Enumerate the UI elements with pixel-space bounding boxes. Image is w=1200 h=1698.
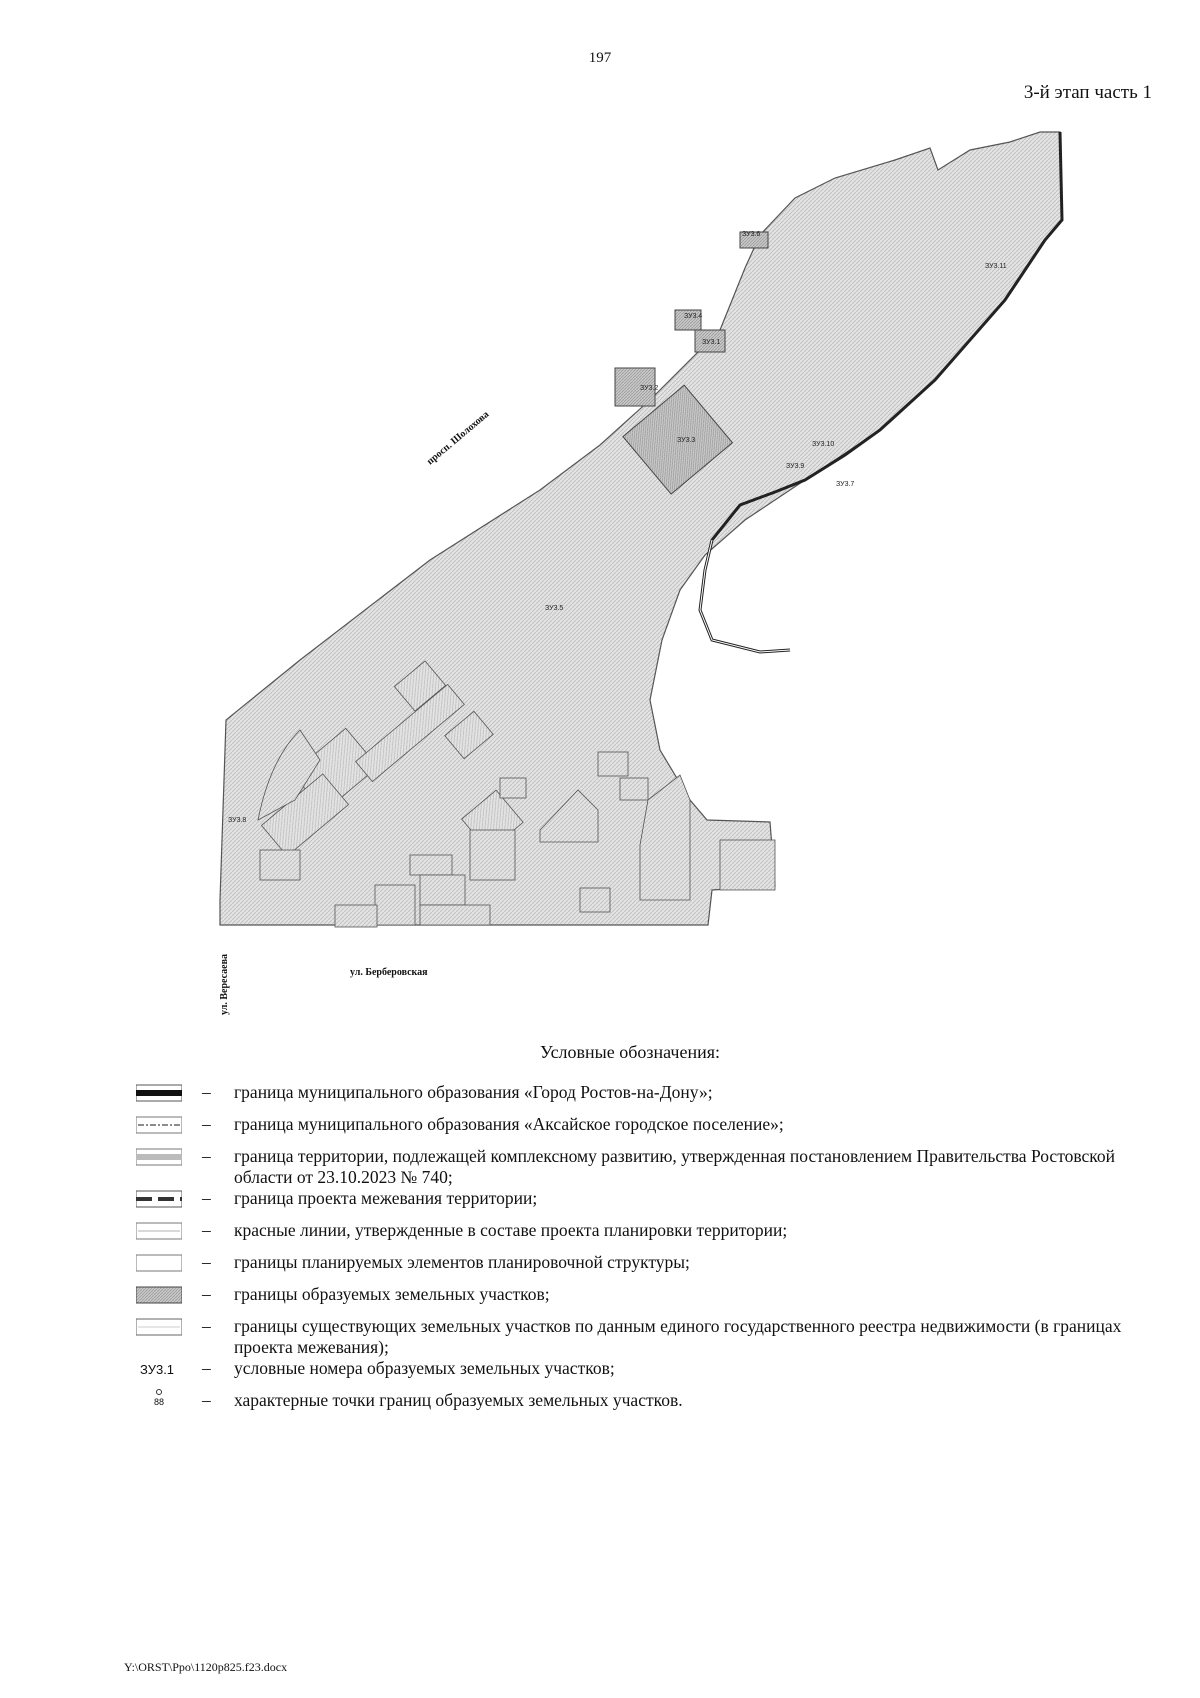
plot-zu3-3 <box>622 384 734 495</box>
plot-label-zu3-1: ЗУ3.1 <box>702 339 720 346</box>
street-berberovskaya: ул. Берберовская <box>350 967 428 978</box>
plot-zu3-1 <box>694 329 726 353</box>
plot-zu3-6 <box>739 231 769 249</box>
aksay-boundary-symbol <box>136 1116 182 1134</box>
legend-text: границы существующих земельных участков … <box>234 1316 1122 1357</box>
street-sholokhova: просп. Шолохова <box>425 409 491 467</box>
legend-item-formed-plots: – границы образуемых земельных участков; <box>130 1284 1150 1316</box>
planning-elements-symbol <box>136 1254 182 1272</box>
existing-plots-symbol <box>136 1318 182 1336</box>
file-path-footer: Y:\ORST\Ppo\1120p825.f23.docx <box>124 1660 288 1674</box>
legend-text: красные линии, утвержденные в составе пр… <box>234 1220 788 1240</box>
legend-text: граница проекта межевания территории; <box>234 1188 538 1208</box>
plot-zu3-4 <box>674 309 702 331</box>
plot-label-zu3-3: ЗУ3.3 <box>677 437 695 444</box>
legend-title: Условные обозначения: <box>539 1042 721 1062</box>
characteristic-point-symbol: 88 <box>154 1388 164 1407</box>
legend-text: граница муниципального образования «Горо… <box>234 1082 713 1102</box>
page-number: 197 <box>588 50 612 66</box>
plot-zu3-2 <box>614 367 656 407</box>
survey-boundary-symbol <box>136 1190 182 1208</box>
legend-text: характерные точки границ образуемых земе… <box>234 1390 683 1410</box>
plot-label-zu3-8: ЗУ3.8 <box>228 817 246 824</box>
plot-label-zu3-10: ЗУ3.10 <box>812 441 834 448</box>
legend: – граница муниципального образования «Го… <box>130 1082 1150 1422</box>
complex-development-symbol <box>136 1148 182 1166</box>
legend-item-existing-plots: – границы существующих земельных участко… <box>130 1316 1150 1358</box>
legend-item-characteristic-points: 88 – характерные точки границ образуемых… <box>154 1388 683 1410</box>
plot-label-zu3-6: ЗУ3.6 <box>742 231 760 238</box>
legend-text: границы планируемых элементов планировоч… <box>234 1252 690 1272</box>
legend-item-planning-elements: – границы планируемых элементов планиров… <box>130 1252 1150 1284</box>
rostov-boundary-inner <box>699 539 791 653</box>
planning-map: ЗУ3.6 ЗУ3.11 ЗУ3.4 ЗУ3.1 ЗУ3.2 ЗУ3.3 ЗУ3… <box>219 131 1064 1015</box>
street-veresaeva: ул. Вересаева <box>219 954 230 1015</box>
plot-label-zu3-11: ЗУ3.11 <box>985 263 1007 270</box>
plot-label-zu3-2: ЗУ3.2 <box>640 385 658 392</box>
legend-item-complex-development: – граница территории, подлежащей комплек… <box>130 1146 1150 1188</box>
legend-text: граница территории, подлежащей комплексн… <box>234 1146 1116 1187</box>
plot-label-zu3-7: ЗУ3.7 <box>836 481 854 488</box>
rostov-boundary-symbol <box>136 1084 182 1102</box>
legend-item-survey-boundary: – граница проекта межевания территории; <box>130 1188 1150 1220</box>
red-lines-symbol <box>136 1222 182 1240</box>
formed-plots-symbol <box>136 1286 182 1304</box>
legend-item-plot-numbers: ЗУ3.1 – условные номера образуемых земел… <box>140 1358 615 1378</box>
legend-text: границы образуемых земельных участков; <box>234 1284 550 1304</box>
point-number: 88 <box>154 1397 165 1407</box>
legend-item-rostov: – граница муниципального образования «Го… <box>130 1082 1150 1114</box>
plot-label-zu3-5: ЗУ3.5 <box>545 605 563 612</box>
building-outlines <box>257 660 776 928</box>
legend-text: условные номера образуемых земельных уча… <box>234 1358 615 1378</box>
legend-item-red-lines: – красные линии, утвержденные в составе … <box>130 1220 1150 1252</box>
stage-title: 3-й этап часть 1 <box>1023 82 1152 103</box>
legend-text: граница муниципального образования «Акса… <box>234 1114 784 1134</box>
plot-number-symbol: ЗУ3.1 <box>140 1362 175 1377</box>
plot-label-zu3-4: ЗУ3.4 <box>684 313 702 320</box>
point-circle-icon <box>156 1389 162 1395</box>
plot-label-zu3-9: ЗУ3.9 <box>786 463 804 470</box>
legend-item-aksay: – граница муниципального образования «Ак… <box>130 1114 1150 1146</box>
